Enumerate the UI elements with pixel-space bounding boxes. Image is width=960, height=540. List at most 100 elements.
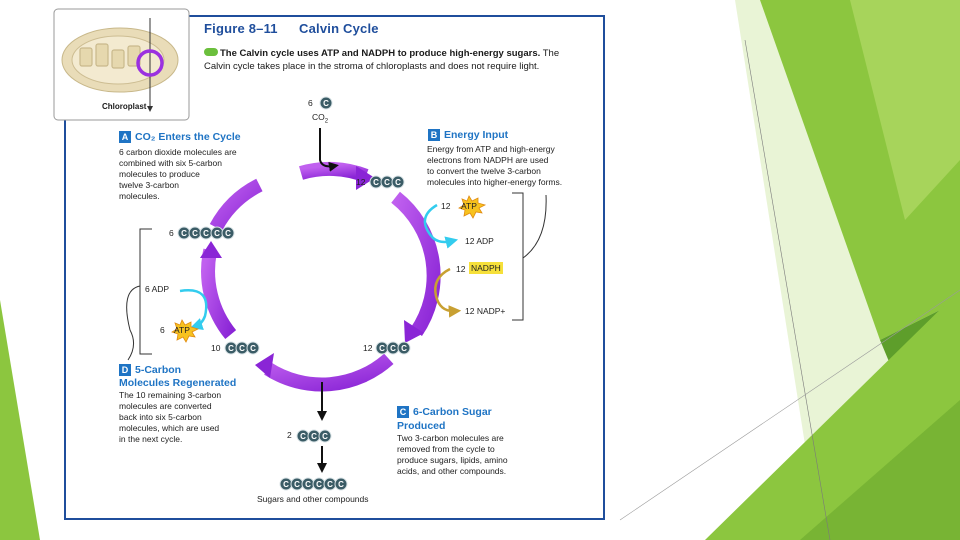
arrowhead-right (404, 320, 424, 343)
step-c-title-1: 6-Carbon Sugar (413, 406, 492, 418)
five-carbon-atom-letter: C (181, 229, 187, 238)
three-carbon-bottom-left-atom-letter: C (228, 344, 234, 353)
co2-atom (319, 96, 333, 110)
adp-label-left: 6 ADP (145, 284, 170, 294)
step-d-line: back into six 5-carbon (119, 412, 202, 422)
step-d-title-2: Molecules Regenerated (119, 377, 237, 389)
atp-adp-arrow-left (179, 289, 208, 330)
atp-adp-arrow-right (423, 203, 459, 249)
three-carbon-top-atom-letter: C (373, 178, 379, 187)
nadph-arrow (434, 267, 462, 318)
step-d-line: molecules are converted (119, 401, 212, 411)
energy-bracket-right (512, 192, 547, 321)
bottom-right-count: 12 (363, 343, 373, 353)
step-b-title: B Energy Input (428, 129, 508, 141)
step-d-line: in the next cycle. (119, 434, 183, 444)
five-carbon-atom-letter: C (214, 229, 220, 238)
step-a-line: molecules to produce (119, 169, 200, 179)
deco-thin-line-2 (619, 289, 960, 521)
five-carbon-atom-letter: C (203, 229, 209, 238)
three-carbon-top-atom (391, 175, 405, 189)
top-right-count: 12 (356, 177, 366, 187)
adp-label-right: 12 ADP (465, 236, 494, 246)
step-d-line: The 10 remaining 3-carbon (119, 390, 222, 400)
co2-label: CO2 (312, 112, 328, 125)
step-a-title: A CO₂ Enters the Cycle (119, 131, 241, 143)
deco-left-green-sliver (0, 300, 40, 540)
step-b-title-text: Energy Input (444, 129, 509, 141)
step-c-title: C 6-Carbon Sugar (397, 406, 492, 418)
step-a-line: twelve 3-carbon (119, 180, 180, 190)
atp-count-right: 12 (441, 201, 451, 211)
step-b-line: to convert the twelve 3-carbon (427, 166, 541, 176)
three-carbon-exit-atom-letter: C (300, 432, 306, 441)
five-carbon-atom-letter: C (192, 229, 198, 238)
deco-right-green-light (850, 0, 960, 220)
three-carbon-bottom-left-atom (246, 341, 260, 355)
three-carbon-bottom-left-atom-letter: C (250, 344, 256, 353)
three-carbon-bottom-right-atom-letter: C (401, 344, 407, 353)
thumbnail-label: Chloroplast (102, 102, 147, 111)
six-carbon-sugar-atom-letter: C (305, 480, 311, 489)
step-d-title-1: 5-Carbon (135, 364, 182, 376)
nadph-label: NADPH (469, 262, 503, 274)
three-carbon-exit-atom-letter: C (311, 432, 317, 441)
step-b-line: molecules into higher-energy forms. (427, 177, 563, 187)
six-carbon-sugar-atom (334, 477, 348, 491)
bottom-left-count: 10 (211, 343, 221, 353)
deco-right-green-bottom (800, 400, 960, 540)
deco-thin-line (744, 39, 831, 540)
step-c-title-2: Produced (397, 420, 446, 432)
five-carbon-atom (221, 226, 235, 240)
step-c-letter: C (397, 406, 409, 418)
six-carbon-sugar-atom-letter: C (327, 480, 333, 489)
step-b-line: electrons from NADPH are used (427, 155, 549, 165)
step-a-letter: A (119, 131, 131, 143)
caption-lead: The Calvin cycle uses ATP and NADPH to p… (220, 48, 541, 59)
three-carbon-top-atom-letter: C (384, 178, 390, 187)
co2-atom-letter: C (323, 99, 329, 108)
five-carbon-atom-letter: C (225, 229, 231, 238)
co2-subscript: 2 (324, 118, 329, 125)
atp-label-right: ATP (461, 201, 477, 211)
step-c-line: produce sugars, lipids, amino (397, 455, 508, 465)
caption-line-1: The Calvin cycle uses ATP and NADPH to p… (204, 48, 559, 59)
six-carbon-sugar-atom-letter: C (338, 480, 344, 489)
step-c-line: acids, and other compounds. (397, 466, 507, 476)
three-carbon-top-atom-letter: C (395, 178, 401, 187)
figure-number: Figure 8–11 (204, 21, 278, 36)
cycle-arrowheads (200, 166, 424, 378)
caption-rest-1: The (542, 48, 560, 59)
atp-starburst-right (458, 195, 487, 219)
step-d-line: molecules, which are used (119, 423, 220, 433)
step-a-line: combined with six 5-carbon (119, 158, 222, 168)
step-d-letter: D (119, 364, 131, 376)
six-carbon-sugar-atom-letter: C (316, 480, 322, 489)
three-carbon-bottom-right-atom (397, 341, 411, 355)
co2-count: 6 (308, 98, 313, 108)
atp-starburst-left (171, 319, 200, 343)
co2-text: CO (312, 112, 325, 122)
three-carbon-bottom-right-atom-letter: C (379, 344, 385, 353)
caption-line-2: Calvin cycle takes place in the stroma o… (204, 61, 540, 72)
nadp-label-right: 12 NADP+ (465, 306, 506, 316)
three-carbon-bottom-left-atom-letter: C (239, 344, 245, 353)
arrowhead-bottom (255, 353, 274, 378)
step-d-title: D 5-Carbon (119, 364, 181, 376)
figure-title: Calvin Cycle (299, 21, 379, 36)
exit-count: 2 (287, 430, 292, 440)
arrowhead-top (356, 166, 375, 190)
five-carbon-count: 6 (169, 228, 174, 238)
chloroplast-thumbnail (53, 8, 190, 121)
step-b-letter: B (428, 129, 440, 141)
three-carbon-bottom-right-atom-letter: C (390, 344, 396, 353)
bracket-left (126, 228, 152, 361)
co2-input-arrow (319, 128, 339, 172)
product-label: Sugars and other compounds (257, 494, 369, 504)
step-a-title-text: CO₂ Enters the Cycle (135, 131, 241, 143)
step-c-line: removed from the cycle to (397, 444, 495, 454)
three-carbon-exit-atom-letter: C (322, 432, 328, 441)
